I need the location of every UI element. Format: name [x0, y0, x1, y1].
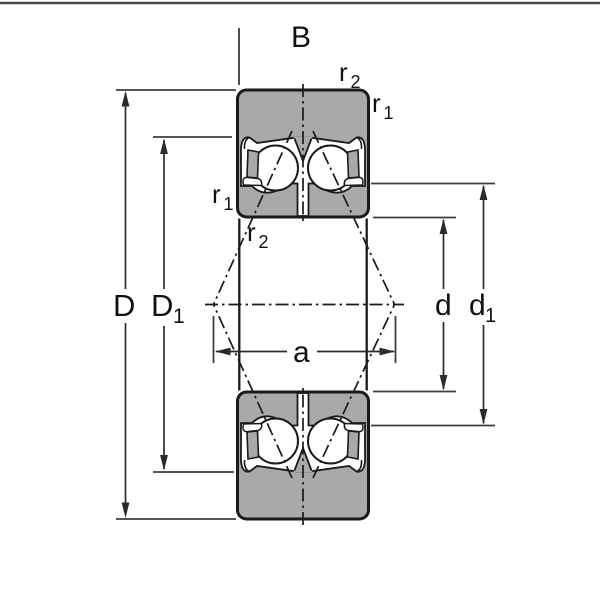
label-r2-top: r	[339, 57, 348, 87]
label-r1-top-right-sub: 1	[384, 103, 394, 123]
label-r1-left-sub: 1	[224, 194, 234, 214]
label-r2-top-sub: 2	[351, 72, 361, 92]
label-r2-left-sub: 2	[259, 232, 269, 252]
label-contact-center-a: a	[293, 336, 310, 369]
dimension-arrows	[121, 91, 488, 518]
label-d1: d	[469, 289, 486, 322]
label-r1-top-right: r	[372, 88, 381, 118]
extension-lines	[116, 28, 495, 520]
label-D1-sub: 1	[173, 305, 185, 328]
label-D1: D	[151, 288, 173, 323]
label-outer-diameter-D: D	[113, 288, 135, 323]
label-width-B: B	[291, 21, 311, 54]
label-gaps	[110, 289, 498, 367]
label-d1-sub: 1	[485, 305, 496, 327]
label-r1-left: r	[212, 179, 221, 209]
label-bore-d: d	[435, 289, 452, 322]
label-r2-left: r	[247, 217, 256, 247]
